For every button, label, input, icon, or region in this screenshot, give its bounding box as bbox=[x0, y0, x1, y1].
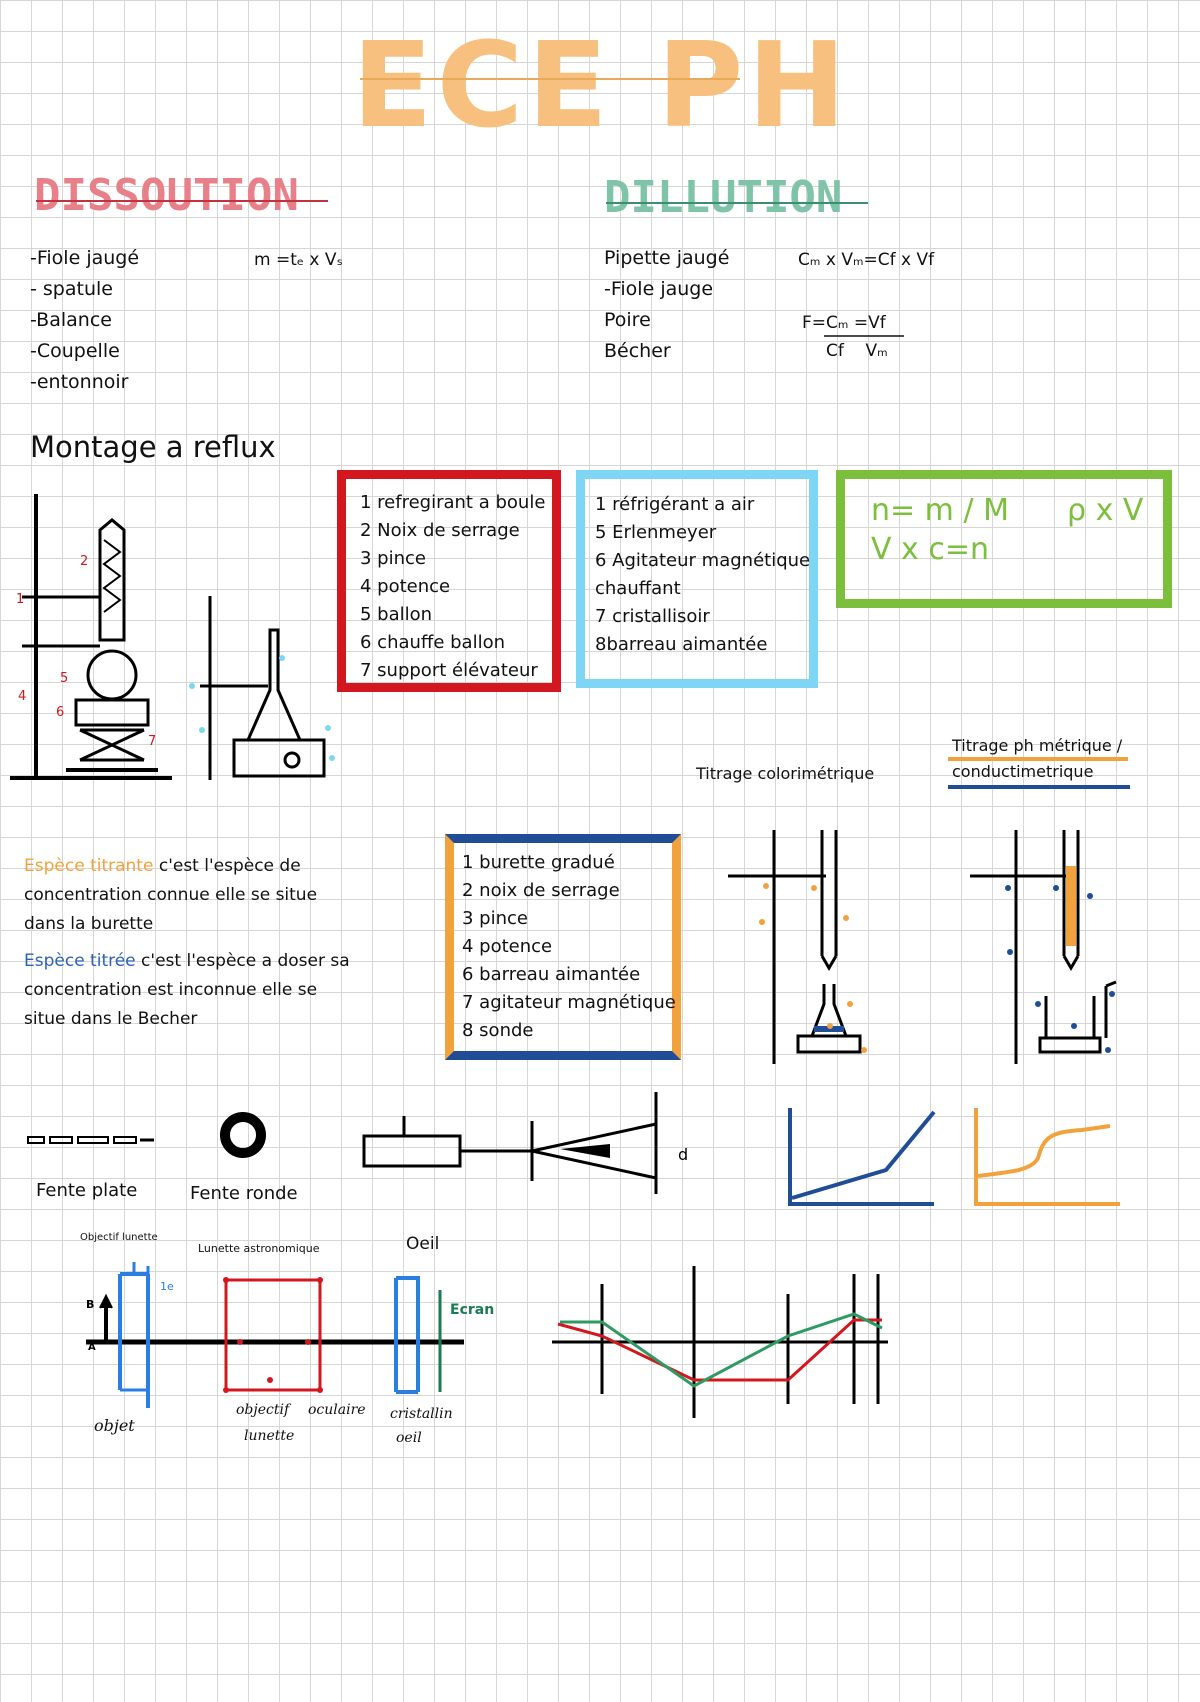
list-item: -Fiole jaugé bbox=[30, 247, 140, 269]
svg-text:B: B bbox=[86, 1298, 94, 1311]
cristallin-label: cristallin bbox=[390, 1406, 453, 1422]
svg-text:d: d bbox=[678, 1145, 688, 1164]
list-item: chauffant bbox=[595, 578, 681, 599]
list-item: Pipette jaugé bbox=[604, 247, 730, 269]
fente-plate-drawing bbox=[27, 1136, 154, 1144]
fente-ronde-label: Fente ronde bbox=[190, 1183, 298, 1204]
dilution-formula: Cₘ x Vₘ=Cf x Vf bbox=[798, 250, 935, 270]
list-item: 4 potence bbox=[360, 576, 451, 597]
dissolution-heading-strike bbox=[36, 200, 328, 202]
dilution-list: Pipette jaugé -Fiole jauge Poire Bécher bbox=[604, 243, 729, 367]
titree-text: c'est l'espèce a doser sa bbox=[135, 951, 350, 971]
list-item: 1 réfrigérant a air bbox=[595, 494, 755, 515]
diffraction-setup-drawing: d bbox=[362, 1092, 688, 1194]
list-item: 6 chauffe ballon bbox=[360, 632, 505, 653]
list-item: 6 barreau aimantée bbox=[462, 964, 641, 985]
svg-text:7: 7 bbox=[148, 734, 156, 749]
dissolution-heading: DISSOUTION bbox=[34, 170, 299, 221]
titrage-legend: 1 burette gradué 2 noix de serrage 3 pin… bbox=[445, 834, 681, 1060]
oeil-small-label: oeil bbox=[396, 1430, 422, 1446]
oeil-label: Oeil bbox=[406, 1234, 440, 1254]
list-item: -Balance bbox=[30, 309, 112, 331]
list-item: Poire bbox=[604, 309, 651, 331]
list-item: 7 cristallisoir bbox=[595, 606, 710, 627]
lunette-astronomique-drawing: 1e B A bbox=[86, 1260, 464, 1408]
ph-label-1: Titrage ph métrique / bbox=[952, 736, 1123, 755]
svg-text:2: 2 bbox=[80, 554, 88, 569]
titree-line: concentration est inconnue elle se bbox=[24, 980, 318, 1000]
reflux-legend-red: 1 refregirant a boule 2 Noix de serrage … bbox=[337, 470, 561, 692]
lunette-astro-label: Lunette astronomique bbox=[198, 1242, 320, 1255]
ecran-label: Ecran bbox=[450, 1302, 495, 1318]
titrante-text: c'est l'espèce de bbox=[153, 856, 301, 876]
list-item: 7 agitateur magnétique bbox=[462, 992, 676, 1013]
dilution-heading-strike bbox=[606, 202, 868, 204]
list-item: Bécher bbox=[604, 340, 671, 362]
fente-plate-label: Fente plate bbox=[36, 1180, 138, 1201]
list-item: 3 pince bbox=[360, 548, 426, 569]
list-item: -Fiole jauge bbox=[604, 278, 714, 300]
svg-text:5: 5 bbox=[60, 671, 68, 686]
objectif-lunette-label: Objectif lunette bbox=[80, 1232, 158, 1243]
objectif-label: objectif bbox=[236, 1402, 290, 1418]
ph-label-2: conductimetrique bbox=[952, 762, 1094, 781]
titree-line: situe dans le Becher bbox=[24, 1009, 198, 1029]
dissolution-formula: m =tₑ x Vₛ bbox=[254, 250, 343, 270]
formula-line: V x c=n bbox=[871, 532, 989, 567]
list-item: 2 Noix de serrage bbox=[360, 520, 520, 541]
dissolution-list: -Fiole jaugé - spatule -Balance -Coupell… bbox=[30, 243, 139, 398]
list-item: 2 noix de serrage bbox=[462, 880, 620, 901]
list-item: 8barreau aimantée bbox=[595, 634, 768, 655]
list-item: 1 burette gradué bbox=[462, 852, 615, 873]
list-item: 7 support élévateur bbox=[360, 660, 538, 681]
colorimetric-label: Titrage colorimétrique bbox=[696, 764, 875, 783]
titree-word: Espèce titrée bbox=[24, 951, 136, 971]
page-title: ECE PH bbox=[352, 16, 851, 154]
svg-text:1e: 1e bbox=[160, 1280, 174, 1293]
dilution-factor-bar bbox=[824, 335, 904, 337]
reflux-apparatus-drawing: 1 2 4 5 6 7 bbox=[10, 494, 335, 780]
ph-titration-drawing bbox=[970, 830, 1117, 1064]
reflux-legend-cyan: 1 réfrigérant a air 5 Erlenmeyer 6 Agita… bbox=[576, 470, 818, 688]
list-item: 6 Agitateur magnétique bbox=[595, 550, 811, 571]
svg-text:4: 4 bbox=[18, 689, 26, 704]
dilution-heading: DILLUTION bbox=[604, 172, 843, 223]
list-item: 1 refregirant a boule bbox=[360, 492, 546, 513]
ph-label-underline-blue bbox=[948, 785, 1130, 789]
list-item: 5 ballon bbox=[360, 604, 433, 625]
formula-mass: ρ x V bbox=[1067, 493, 1144, 528]
titrante-paragraph: Espèce titrante c'est l'espèce de concen… bbox=[24, 852, 317, 939]
ph-label-underline-orange bbox=[948, 757, 1128, 761]
list-item: -Coupelle bbox=[30, 340, 120, 362]
oculaire-label: oculaire bbox=[308, 1402, 366, 1418]
formula-box-green: n= m / M ρ x V V x c=n bbox=[836, 470, 1172, 608]
titrante-line: concentration connue elle se situe bbox=[24, 885, 318, 905]
list-item: 5 Erlenmeyer bbox=[595, 522, 717, 543]
objet-label: objet bbox=[94, 1416, 135, 1435]
fente-ronde-drawing bbox=[220, 1112, 266, 1158]
svg-text:A: A bbox=[88, 1342, 96, 1353]
conductimetric-curve bbox=[788, 1108, 936, 1206]
title-underline bbox=[360, 78, 740, 80]
svg-text:1: 1 bbox=[16, 592, 24, 607]
titree-paragraph: Espèce titrée c'est l'espèce a doser sa … bbox=[24, 947, 350, 1034]
titration-curves-drawing bbox=[552, 1266, 888, 1418]
dilution-factor-line1: F=Cₘ =Vf bbox=[802, 313, 886, 333]
list-item: 8 sonde bbox=[462, 1020, 534, 1041]
reflux-heading: Montage a reflux bbox=[30, 430, 276, 464]
formula-line: n= m / M ρ x V bbox=[871, 493, 1163, 528]
colorimetric-titration-drawing bbox=[728, 830, 867, 1064]
list-item: -entonnoir bbox=[30, 371, 129, 393]
dilution-factor-line2: Cf Vₘ bbox=[826, 341, 888, 361]
list-item: 3 pince bbox=[462, 908, 528, 929]
svg-text:6: 6 bbox=[56, 705, 64, 720]
titrante-word2: titrante bbox=[90, 856, 154, 876]
ph-curve bbox=[974, 1108, 1120, 1206]
formula-moles: n= m / M bbox=[871, 493, 1009, 528]
titrante-line: dans la burette bbox=[24, 914, 154, 934]
list-item: - spatule bbox=[30, 278, 113, 300]
lunette-label: lunette bbox=[244, 1428, 295, 1444]
list-item: 4 potence bbox=[462, 936, 553, 957]
titrante-word1: Espèce bbox=[24, 856, 85, 876]
